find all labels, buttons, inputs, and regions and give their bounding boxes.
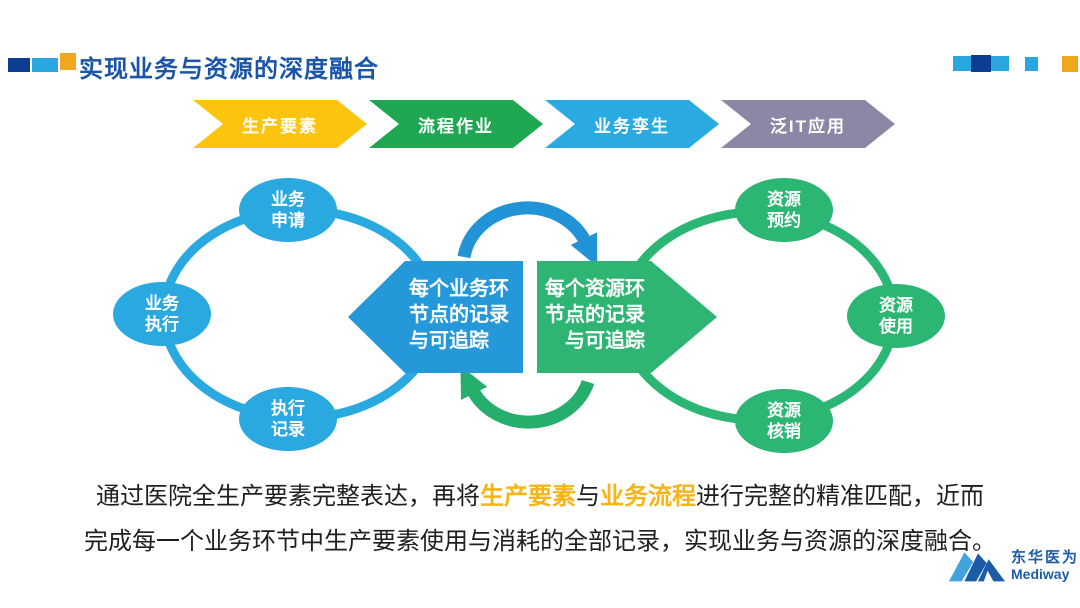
node-resource-use [847,284,945,348]
caption-highlight-business-process: 业务流程 [600,483,696,510]
node-label-business-apply: 业务 申请 [271,190,305,230]
flow-step-business-twin: 业务孪生 [545,100,719,148]
resource-record-arrow-label: 每个资源环 节点的记录 与可追踪 [545,278,645,352]
cycle-arrow-top-icon [457,201,598,267]
caption-highlight-production-factors: 生产要素 [480,483,576,510]
node-label-execute-record: 执行 记录 [271,399,305,439]
business-record-arrow-label: 每个业务环 节点的记录 与可追踪 [409,278,509,352]
deco-square-blue-r1 [953,56,971,71]
flow-step-it-application: 泛IT应用 [721,100,895,148]
deco-square-blue-left [32,58,58,72]
node-execute-record [239,387,337,451]
flow-step-production-factors: 生产要素 [193,100,367,148]
deco-square-blue-r2 [991,56,1009,71]
deco-square-navy-r [971,55,991,72]
deco-square-navy-left [8,58,30,72]
node-label-resource-use: 资源 使用 [879,296,913,336]
node-resource-reserve [735,178,833,242]
caption: 通过医院全生产要素完整表达，再将生产要素与业务流程进行完整的精准匹配，近而 完成… [0,480,1080,570]
mediway-logo-text: 东华医为 Mediway [1011,549,1079,582]
cycle-arrow-bottom-icon [460,365,595,429]
node-label-resource-reserve: 资源 预约 [767,190,801,230]
business-record-arrow [348,261,523,373]
flow-step-label: 流程作业 [418,116,494,136]
mediway-logo: 东华医为 Mediway [948,546,1079,584]
page-title: 实现业务与资源的深度融合 [79,56,379,83]
node-business-execute [113,282,211,346]
flow-step-process-operation: 流程作业 [369,100,543,148]
flow-step-label: 泛IT应用 [769,116,847,136]
resource-record-arrow [537,261,717,373]
logo-name-cn: 东华医为 [1011,548,1080,566]
deco-square-gold-title [60,53,76,70]
node-label-resource-writeoff: 资源 核销 [767,401,801,441]
mediway-logo-icon [948,552,1006,582]
node-label-business-execute: 业务 执行 [145,294,179,334]
logo-name-en: Mediway [1011,565,1070,582]
deco-square-blue-r3 [1025,57,1038,71]
caption-line-2: 完成每一个业务环节中生产要素使用与消耗的全部记录，实现业务与资源的深度融合。 [84,528,996,555]
cycle-diagram [113,178,945,453]
node-business-apply [239,178,337,242]
flow-step-label: 业务孪生 [594,116,670,136]
caption-line-1: 通过医院全生产要素完整表达，再将生产要素与业务流程进行完整的精准匹配，近而 [96,483,984,510]
deco-square-gold-r [1062,56,1078,72]
flow-step-label: 生产要素 [242,116,318,136]
node-resource-writeoff [735,389,833,453]
